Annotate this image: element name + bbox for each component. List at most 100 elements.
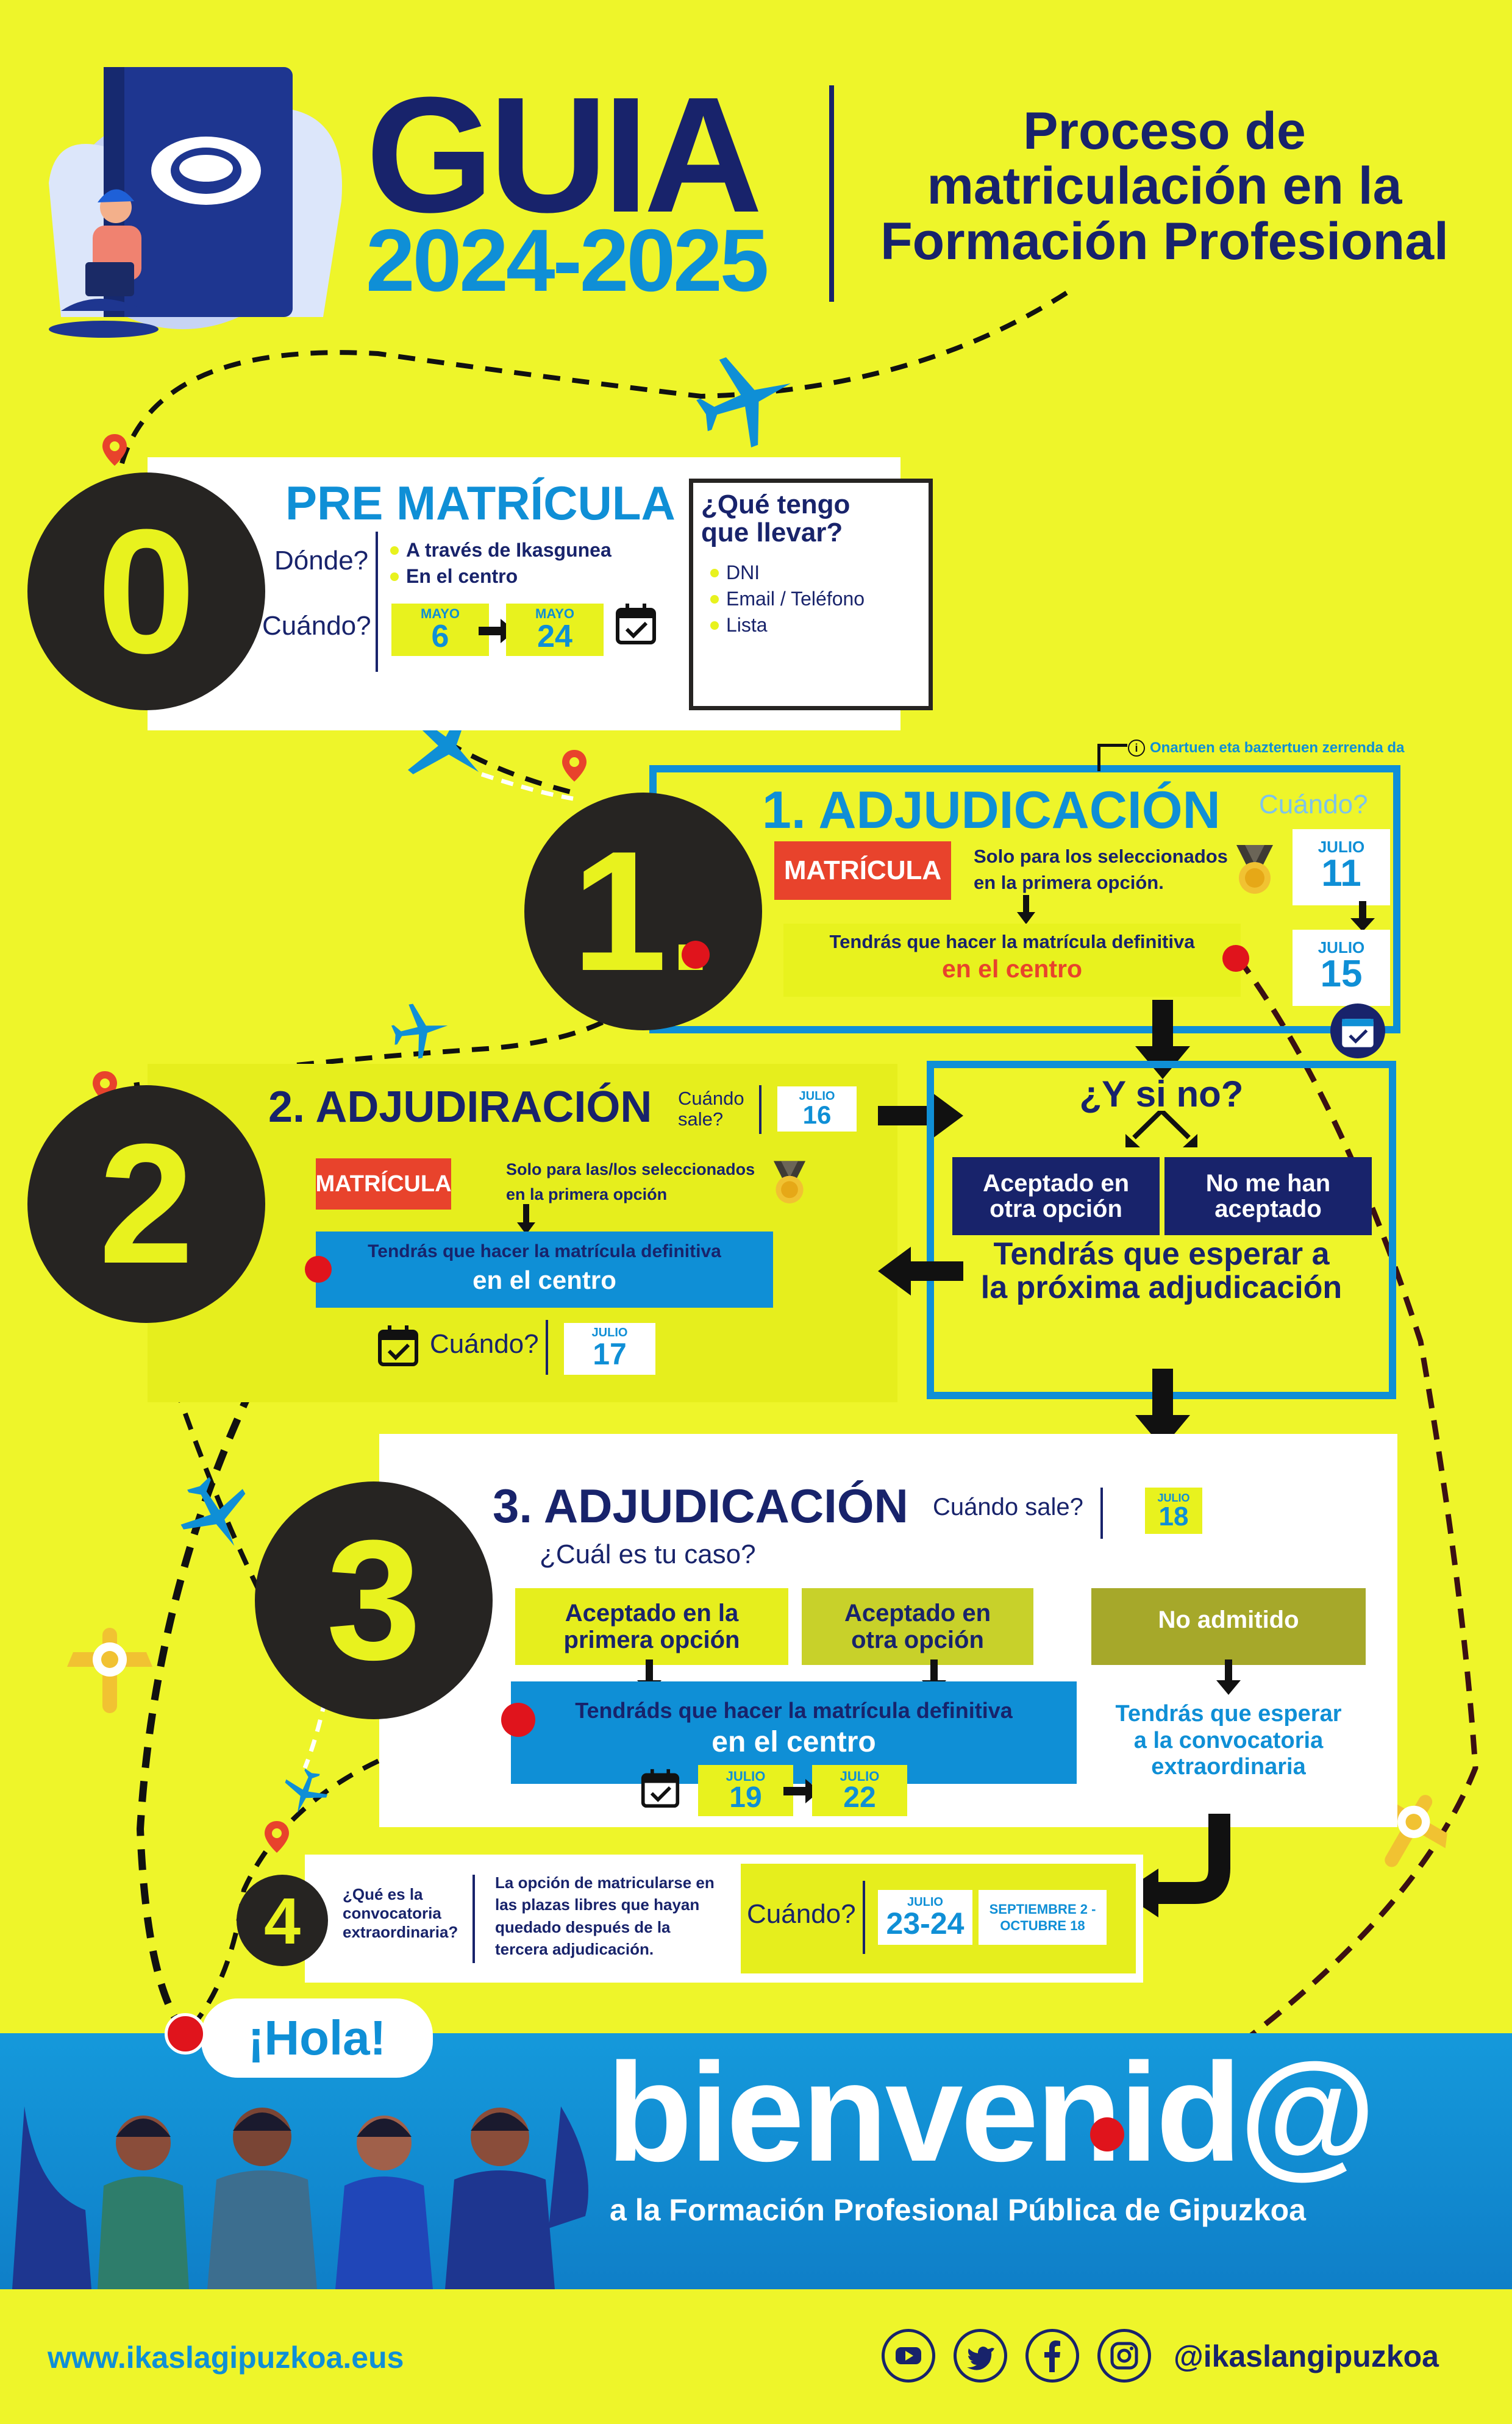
date-month: JULIO: [591, 1326, 628, 1339]
ysino-option-line: aceptado: [1214, 1196, 1322, 1222]
step3-box-line1: Tendráds que hacer la matrícula definiti…: [575, 1698, 1013, 1723]
step3-box-line2: en el centro: [711, 1726, 876, 1758]
step3-title: 3. ADJUDICACIÓN: [493, 1479, 908, 1533]
step2-sale-line: sale?: [678, 1108, 724, 1130]
step4-answer-line: quedado después de la: [495, 1917, 671, 1936]
twitter-icon[interactable]: [954, 2329, 1007, 2383]
step4-question-line: convocatoria: [343, 1904, 441, 1923]
step3-date-from: JULIO 19: [698, 1765, 793, 1816]
step0-number: 0: [27, 472, 265, 710]
step4-answer-line: las plazas libres que hayan: [495, 1895, 700, 1914]
date-month: JULIO: [840, 1769, 880, 1784]
step3-sale-date: JULIO 18: [1145, 1488, 1202, 1534]
llevar-list: DNI Email / Teléfono Lista: [710, 558, 865, 640]
header-illustration: [37, 61, 354, 341]
step2-number: 2: [27, 1085, 265, 1323]
ysino-option-line: Aceptado en: [982, 1170, 1130, 1197]
step2-sale-date: JULIO 16: [777, 1086, 857, 1132]
date-day: 22: [843, 1781, 876, 1814]
calendar-check-icon: [377, 1324, 419, 1370]
step3-question: ¿Cuál es tu caso?: [540, 1539, 756, 1569]
date-month: JULIO: [799, 1089, 835, 1103]
step1-number: 1.: [524, 793, 762, 1030]
date-month: JULIO: [1157, 1492, 1190, 1504]
step2-box-line1: Tendrás que hacer la matrícula definitiv…: [368, 1241, 721, 1261]
ysino-option-line: otra opción: [990, 1196, 1122, 1222]
step3-case-otra: Aceptado en otra opción: [802, 1588, 1033, 1665]
step1-box-line1: Tendrás que hacer la matrícula definitiv…: [829, 931, 1195, 952]
step2-desc-line: en la primera opción: [506, 1185, 668, 1203]
step3-wait-line: extraordinaria: [1151, 1754, 1306, 1780]
step0-donde-list: A través de Ikasgunea En el centro: [390, 535, 612, 591]
step1-desc: Solo para los seleccionados en la primer…: [974, 843, 1228, 896]
date-day: 17: [593, 1337, 627, 1371]
arrow-down-icon: [517, 1204, 535, 1238]
social-handle[interactable]: @ikaslangipuzkoa: [1174, 2339, 1439, 2373]
llevar-item: DNI: [726, 561, 760, 583]
step0-title: PRE MATRÍCULA: [285, 476, 676, 530]
location-pin-icon: [101, 433, 128, 467]
subtitle-line-3: Formación Profesional: [880, 212, 1449, 271]
step3-case-line: Aceptado en la: [565, 1600, 739, 1627]
location-pin-icon: [263, 1820, 290, 1854]
step1-cuando-label: Cuándo?: [1259, 790, 1368, 819]
date-month: JULIO: [726, 1769, 766, 1784]
step3-red-dot: [501, 1703, 535, 1737]
ysino-title: ¿Y si no?: [1079, 1074, 1244, 1114]
step3-number: 3: [255, 1481, 493, 1719]
calendar-check-icon: [1330, 1003, 1385, 1058]
propeller-plane-icon: [49, 1603, 171, 1725]
step3-case-line: Aceptado en: [844, 1600, 991, 1627]
date-day: 6: [431, 619, 449, 654]
date-day: 15: [1320, 953, 1363, 995]
llevar-title-line: ¿Qué tengo: [701, 490, 850, 519]
date-month: JULIO: [1318, 938, 1365, 957]
date-month: JULIO: [1318, 838, 1365, 856]
instagram-icon[interactable]: [1097, 2329, 1151, 2383]
step3-case-primera: Aceptado en la primera opción: [515, 1588, 788, 1665]
location-pin-icon: [561, 749, 588, 783]
facebook-icon[interactable]: [1025, 2329, 1079, 2383]
date-month: MAYO: [421, 606, 460, 621]
step3-case-line: primera opción: [563, 1627, 740, 1653]
arrow-down-icon: [1216, 1659, 1241, 1698]
step2-sale-divider: [759, 1085, 761, 1134]
welcome-tagline: a la Formación Profesional Pública de Gi…: [610, 2193, 1306, 2227]
step1-note-connector: [1097, 744, 1127, 771]
date-day: 19: [729, 1781, 762, 1814]
airplane-icon: [390, 1000, 451, 1061]
arrow-down-icon: [1017, 895, 1035, 927]
step4-question: ¿Qué es la convocatoria extraordinaria?: [343, 1885, 458, 1942]
website-link[interactable]: www.ikaslagipuzkoa.eus: [48, 2340, 404, 2375]
step1-date-a: JULIO 11: [1293, 829, 1390, 905]
guide-title: GUIA: [366, 63, 763, 247]
step2-box: [316, 1232, 773, 1308]
arrow-right-icon: [878, 1091, 963, 1143]
arrow-down-icon: [1135, 1369, 1190, 1451]
medal-icon: [1232, 843, 1278, 900]
step4-question-line: extraordinaria?: [343, 1923, 458, 1942]
step2-title: 2. ADJUDIRACIÓN: [268, 1083, 652, 1132]
step3-wait-line: a la convocatoria: [1133, 1727, 1324, 1753]
arrow-down-icon: [1350, 901, 1375, 935]
step2-box-line2: en el centro: [472, 1266, 616, 1294]
ysino-wait-line: la próxima adjudicación: [980, 1269, 1343, 1305]
step1-title: 1. ADJUDICACIÓN: [762, 781, 1221, 839]
step2-cuando-divider: [546, 1320, 548, 1375]
info-icon: i: [1128, 740, 1145, 757]
step4-date2: SEPTIEMBRE 2 - OCTUBRE 18: [979, 1890, 1107, 1945]
step3-date-to: JULIO 22: [812, 1765, 907, 1816]
ysino-wait: Tendrás que esperar a la próxima adjudic…: [927, 1238, 1396, 1304]
llevar-title-line: que llevar?: [701, 518, 843, 548]
step4-date2-line: SEPTIEMBRE 2 -: [989, 1901, 1096, 1917]
youtube-icon[interactable]: [882, 2329, 935, 2383]
step4-date1: JULIO 23-24: [878, 1890, 972, 1945]
step1-red-dot: [682, 941, 710, 969]
step0-donde-divider: [376, 532, 378, 672]
donde-item: A través de Ikasgunea: [406, 539, 612, 561]
step2-red-dot: [305, 1256, 332, 1283]
date-day: 11: [1321, 852, 1361, 894]
arrow-left-icon: [878, 1247, 963, 1299]
step1-note-text: Onartuen eta baztertuen zerrenda da: [1150, 740, 1405, 756]
llevar-box: [689, 479, 933, 710]
